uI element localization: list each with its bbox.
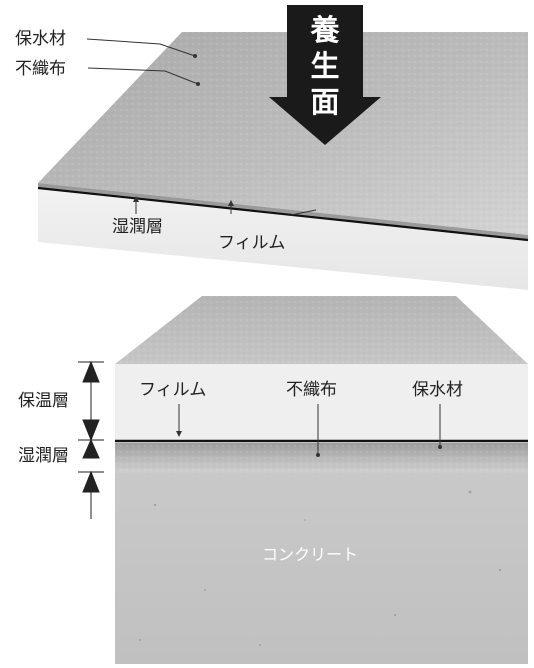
arrow-char-1: 養 <box>310 13 340 47</box>
arrow-char-2: 生 <box>310 49 340 83</box>
top-film-line <box>37 186 529 242</box>
bottom-label-nonwoven: 不織布 <box>286 380 337 400</box>
arrow-char-3: 面 <box>310 85 340 119</box>
top-label-water-material: 保水材 <box>15 29 66 49</box>
bottom-label-film: フィルム <box>139 380 207 400</box>
top-label-nonwoven: 不織布 <box>15 59 66 79</box>
top-label-film: フィルム <box>218 233 286 253</box>
bottom-label-wet-layer: 湿潤層 <box>18 446 69 466</box>
bottom-concrete <box>115 473 528 664</box>
bottom-insulation-band <box>115 364 528 440</box>
bottom-label-concrete: コンクリート <box>262 545 359 564</box>
top-label-wet-layer: 湿潤層 <box>112 217 163 237</box>
top-foam-side <box>38 183 528 290</box>
arrow-icon <box>269 5 381 145</box>
dimension-markers <box>78 360 104 519</box>
bottom-label-water-material: 保水材 <box>412 380 463 400</box>
bottom-label-insulation-layer: 保温層 <box>18 391 69 411</box>
